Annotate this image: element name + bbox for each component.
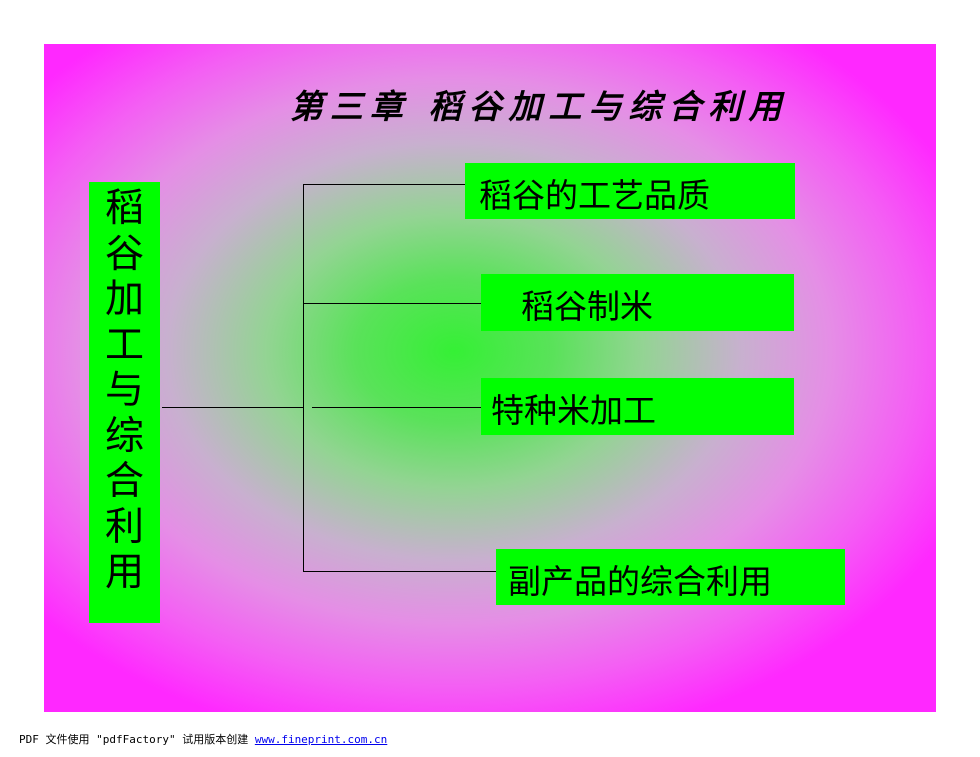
slide-title: 第三章 稻谷加工与综合利用: [290, 87, 789, 126]
root-topic-char: 与: [104, 368, 144, 413]
root-topic-char: 工: [104, 322, 144, 368]
root-connector: [162, 407, 304, 408]
branch-line-1: [303, 184, 467, 185]
root-topic-char: 利: [104, 504, 144, 550]
pdf-footer: PDF 文件使用 "pdfFactory" 试用版本创建 www.finepri…: [19, 731, 387, 747]
root-topic-char: 稻: [104, 186, 144, 231]
branch-line-2: [303, 303, 481, 304]
trunk-line: [303, 184, 304, 572]
root-topic-box: 稻 谷 加 工 与 综 合 利 用: [89, 182, 160, 623]
topic-box-3: 特种米加工: [481, 378, 794, 435]
root-topic-char: 合: [104, 459, 144, 504]
root-topic-char: 综: [104, 413, 144, 459]
topic-box-1: 稻谷的工艺品质: [465, 163, 795, 219]
topic-box-2: 稻谷制米: [481, 274, 794, 331]
branch-line-4: [303, 571, 497, 572]
topic-box-4: 副产品的综合利用: [496, 549, 845, 605]
root-topic-char: 谷: [104, 231, 144, 277]
root-topic-char: 加: [104, 277, 144, 322]
branch-line-3: [312, 407, 482, 408]
root-topic-char: 用: [104, 550, 144, 595]
footer-link[interactable]: www.fineprint.com.cn: [254, 733, 388, 746]
slide: 第三章 稻谷加工与综合利用 稻 谷 加 工 与 综 合 利 用 稻谷的工艺品质 …: [44, 44, 936, 712]
footer-text: PDF 文件使用 "pdfFactory" 试用版本创建: [19, 733, 255, 746]
